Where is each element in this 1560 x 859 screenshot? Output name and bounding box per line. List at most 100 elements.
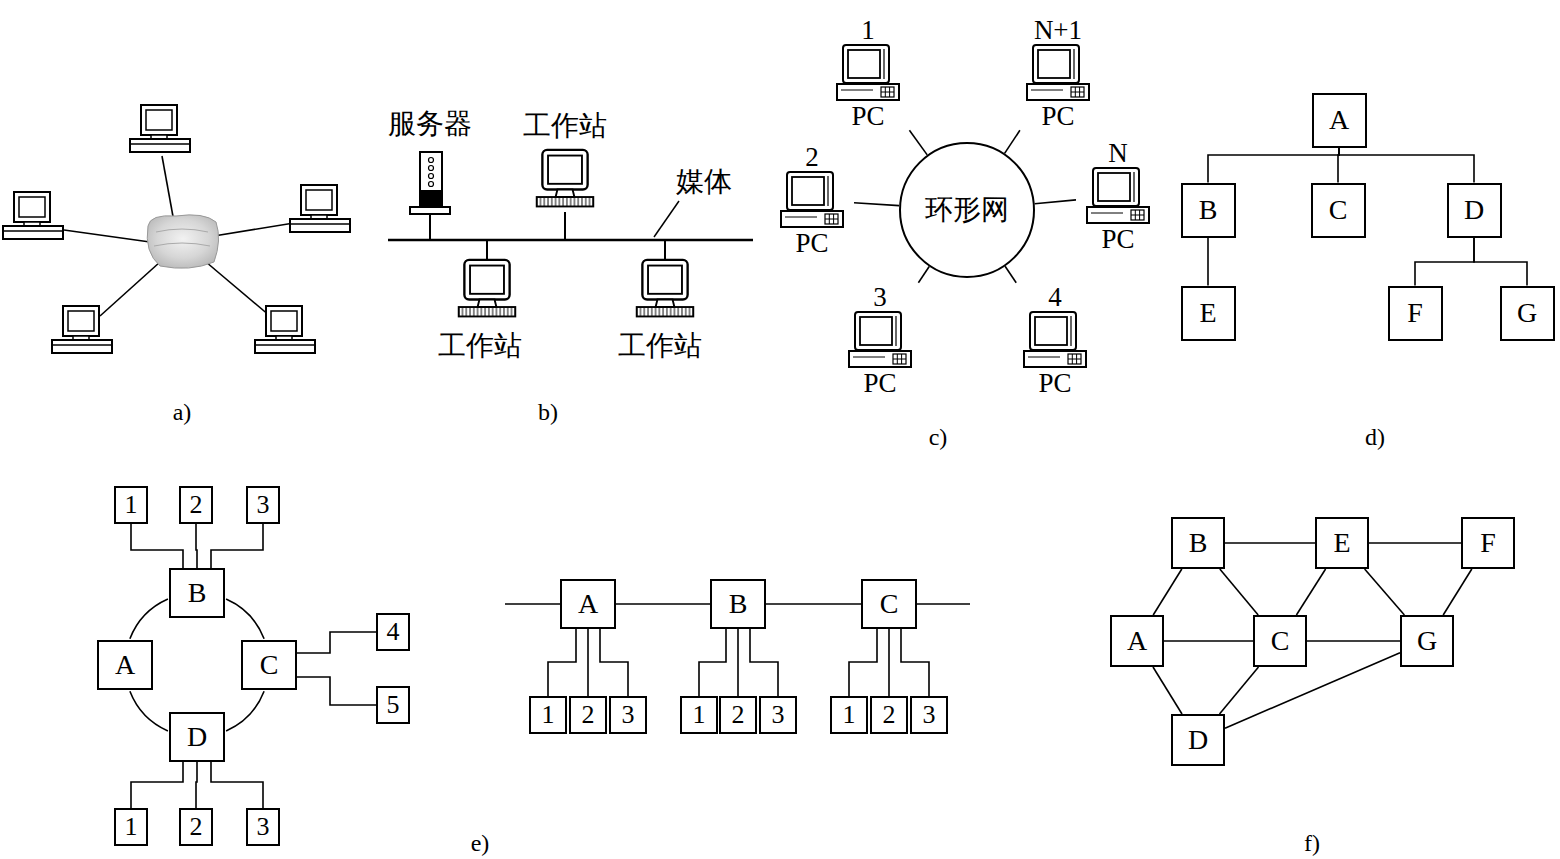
star-network-illustration <box>64 156 300 316</box>
node-label: A <box>578 589 598 618</box>
link-line <box>737 629 739 696</box>
node-label: C <box>1329 195 1348 224</box>
pc-icon <box>1085 167 1151 225</box>
link-line <box>130 691 168 731</box>
network-node: 1 <box>114 486 148 524</box>
network-node: 3 <box>246 486 280 524</box>
subfigure-label: b) <box>538 399 558 425</box>
node-label: G <box>1517 298 1537 327</box>
node-label: 3 <box>923 701 936 728</box>
link-line <box>1220 569 1258 615</box>
node-label: 3 <box>257 491 270 518</box>
pc-station: 4PC <box>1013 283 1097 398</box>
node-label: A <box>115 650 135 679</box>
link-line <box>1005 266 1016 282</box>
link-line <box>226 691 264 731</box>
link-line <box>130 599 168 639</box>
network-node: D <box>1171 714 1225 766</box>
pc-station: 2PC <box>770 143 854 258</box>
link-line <box>131 524 183 568</box>
node-label: 环形网 <box>925 195 1009 224</box>
node-label: 3 <box>622 701 635 728</box>
link-line <box>1207 238 1209 286</box>
link-line <box>699 629 726 696</box>
link-line <box>1225 653 1400 729</box>
link-line <box>918 267 929 283</box>
link-line <box>1225 542 1315 544</box>
node-label: 2 <box>732 701 745 728</box>
link-line <box>1035 200 1076 204</box>
network-node: 1 <box>114 808 148 846</box>
station-number: 4 <box>1048 283 1062 311</box>
node-label: 2 <box>582 701 595 728</box>
network-node: 5 <box>376 686 410 724</box>
node-label: 3 <box>772 701 785 728</box>
station-number: N <box>1108 139 1128 167</box>
station-number: 3 <box>873 283 887 311</box>
network-node: G <box>1500 286 1555 341</box>
link-line <box>1443 569 1472 615</box>
link-line <box>1415 238 1474 286</box>
pc-icon <box>779 171 845 229</box>
subfigure-label: f) <box>1304 830 1320 856</box>
node-label: G <box>1417 626 1437 655</box>
link-line <box>849 629 877 696</box>
network-node: A <box>1312 93 1367 148</box>
node-label: 3 <box>257 813 270 840</box>
device-label: 工作站 <box>618 331 702 362</box>
link-line <box>1153 569 1182 615</box>
node-label: E <box>1199 298 1216 327</box>
network-node: 3 <box>609 696 647 734</box>
node-label: B <box>1199 195 1218 224</box>
network-node: D <box>169 712 225 762</box>
network-node: 1 <box>680 696 718 734</box>
node-label: A <box>1127 626 1147 655</box>
link-line <box>1005 130 1020 153</box>
computer-icon <box>52 306 112 353</box>
link-line <box>1369 542 1461 544</box>
network-node: 2 <box>870 696 908 734</box>
link-line <box>548 629 576 696</box>
link-line <box>131 762 183 808</box>
subfigure-label: d) <box>1365 424 1385 450</box>
computer-icon <box>130 105 190 152</box>
link-line <box>1365 569 1405 615</box>
node-label: 4 <box>387 618 400 645</box>
link-line <box>766 603 861 605</box>
network-node: F <box>1388 286 1443 341</box>
network-node: 3 <box>910 696 948 734</box>
station-label: PC <box>1041 102 1074 130</box>
node-label: 2 <box>190 813 203 840</box>
station-label: PC <box>795 229 828 257</box>
workstation-icon <box>459 260 516 317</box>
station-label: PC <box>863 369 896 397</box>
network-node: 4 <box>376 613 410 651</box>
network-node: D <box>1447 183 1502 238</box>
node-label: 5 <box>387 691 400 718</box>
network-node: C <box>1253 615 1307 667</box>
node-label: 1 <box>542 701 555 728</box>
link-line <box>196 762 197 808</box>
network-node: C <box>861 579 917 629</box>
network-node: 3 <box>759 696 797 734</box>
network-node: B <box>1181 183 1236 238</box>
node-label: C <box>880 589 899 618</box>
network-node: G <box>1400 615 1454 667</box>
node-label: C <box>260 650 279 679</box>
link-line <box>297 677 376 705</box>
network-node: 1 <box>830 696 868 734</box>
subfigure-label: a) <box>173 399 192 425</box>
link-line <box>1208 148 1339 183</box>
station-label: PC <box>851 102 884 130</box>
node-label: B <box>729 589 748 618</box>
node-label: D <box>1188 725 1208 754</box>
link-line <box>587 629 589 696</box>
node-label: 1 <box>125 491 138 518</box>
computer-icon <box>3 192 63 239</box>
node-label: B <box>1189 528 1208 557</box>
link-line <box>211 762 263 808</box>
network-node: A <box>1110 615 1164 667</box>
link-line <box>1153 667 1182 714</box>
network-node: F <box>1461 517 1515 569</box>
